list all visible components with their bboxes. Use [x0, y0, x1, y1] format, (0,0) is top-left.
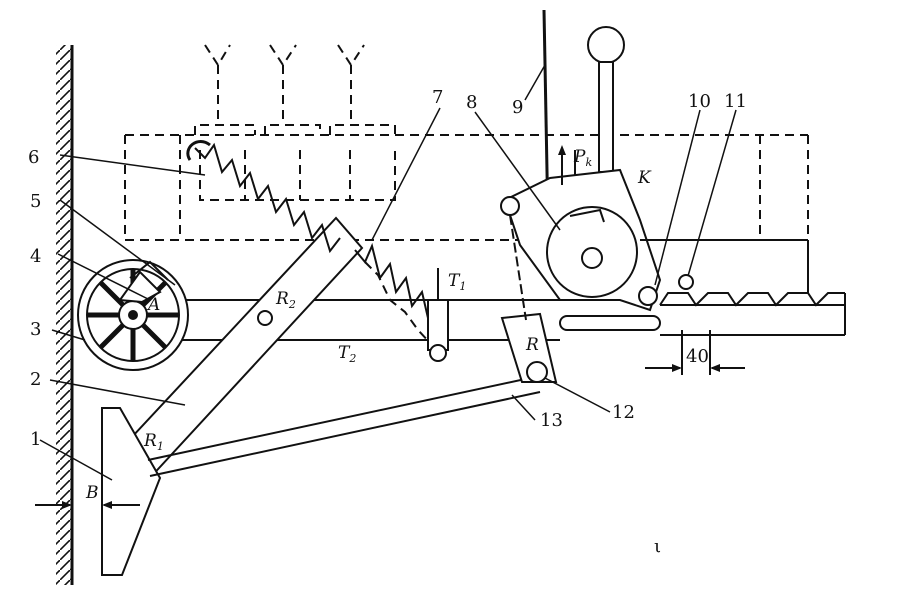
symbol-r1-main: R [143, 431, 157, 451]
labels: 6 5 4 3 2 1 7 8 9 10 11 12 13 A B K R R1… [28, 87, 747, 557]
symbol-r1: R1 [143, 431, 164, 453]
spring-6 [194, 142, 341, 254]
symbol-pk-main: P [573, 147, 586, 167]
symbol-pk-sub: k [585, 156, 592, 169]
force-arrow-pk [558, 145, 566, 185]
symbol-r2: R2 [275, 289, 296, 311]
label-10: 10 [688, 91, 711, 112]
dimension-40-label: 40 [686, 346, 709, 367]
dimension-40 [645, 330, 745, 375]
symbol-t2-sub: 2 [348, 352, 356, 365]
label-13: 13 [540, 410, 563, 431]
symbol-t1: T1 [448, 271, 466, 293]
symbol-a: A [146, 295, 160, 315]
pin-11 [678, 274, 694, 290]
symbol-r2-sub: 2 [288, 298, 296, 311]
stray-mark: ι [654, 536, 661, 557]
wall [56, 45, 74, 585]
cam-assembly-8 [500, 168, 662, 321]
label-9: 9 [512, 97, 523, 118]
rack-10 [559, 239, 846, 336]
spring-7-dashed [364, 261, 433, 346]
rod-13 [147, 377, 541, 477]
label-11: 11 [724, 91, 747, 112]
label-1: 1 [30, 429, 41, 450]
label-5: 5 [30, 191, 41, 212]
spring-6-hook [186, 139, 211, 161]
label-4: 4 [30, 246, 41, 267]
symbol-t1-main: T [448, 271, 461, 291]
label-3: 3 [30, 319, 41, 340]
dimension-b [35, 501, 140, 509]
plate-1 [101, 407, 162, 576]
block-12 [500, 312, 558, 383]
symbol-t1-sub: 1 [459, 280, 466, 293]
label-2: 2 [30, 369, 41, 390]
symbol-r1-sub: 1 [157, 440, 164, 453]
symbol-r2-main: R [275, 289, 289, 309]
leader-lines [39, 64, 737, 481]
wall-hatching [56, 45, 72, 585]
label-6: 6 [28, 147, 39, 168]
label-12: 12 [612, 402, 635, 423]
frame-outline [124, 124, 809, 241]
symbol-b: B [85, 483, 99, 503]
symbol-r: R [525, 335, 539, 355]
label-8: 8 [466, 92, 477, 113]
dashed-grippers [204, 44, 365, 125]
symbol-k: K [637, 168, 652, 188]
symbol-t2: T2 [338, 343, 356, 365]
pulley [427, 268, 449, 362]
label-7: 7 [432, 87, 443, 108]
spring-7 [354, 242, 439, 321]
symbol-t2-main: T [338, 343, 351, 363]
handwheel [77, 259, 189, 371]
symbol-pk: Pk [573, 147, 592, 169]
